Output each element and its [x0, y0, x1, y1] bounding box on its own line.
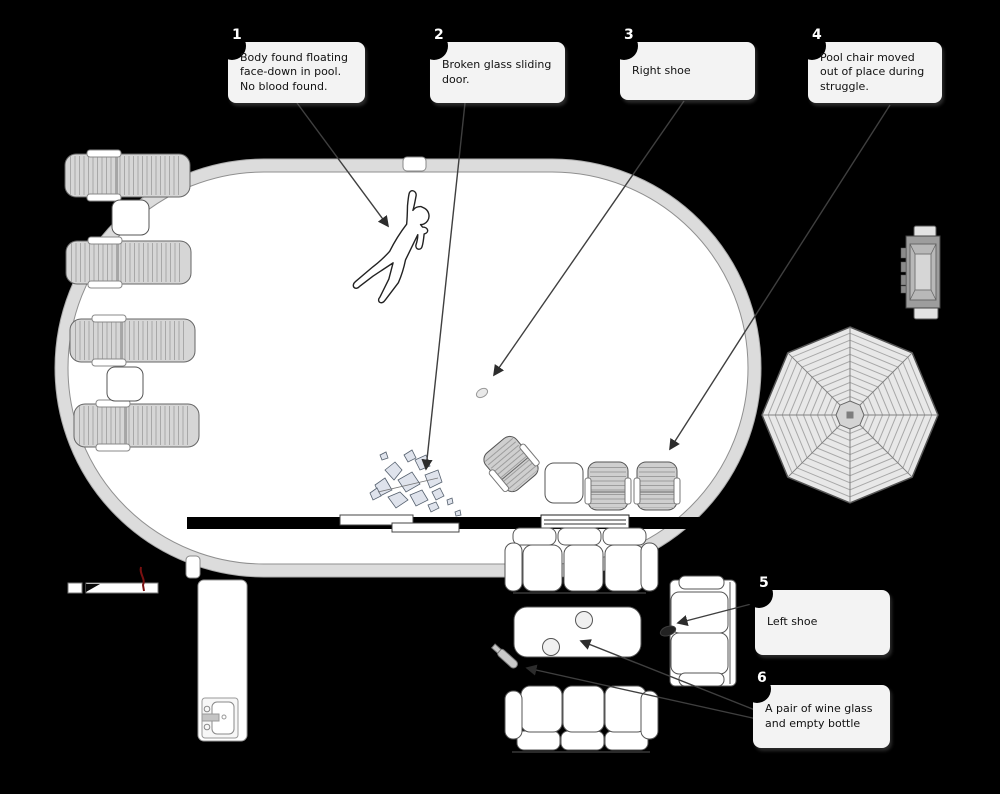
callout-4[interactable]: 4 Pool chair moved out of place during s…	[798, 27, 942, 103]
connector-pool-chair	[669, 104, 891, 451]
side-table[interactable]	[544, 462, 584, 504]
body-outline[interactable]	[351, 190, 445, 307]
callout-number: 6	[757, 670, 767, 686]
left-shoe[interactable]	[659, 624, 677, 638]
pool-step-bottom	[185, 555, 201, 579]
callout-number: 5	[759, 575, 769, 591]
callout-5[interactable]: 5 Left shoe	[745, 575, 890, 655]
sofa-lower[interactable]	[504, 685, 659, 753]
callout-1[interactable]: 1 Body found floating face-down in pool.…	[218, 27, 365, 103]
connector-left-shoe	[676, 602, 756, 627]
diving-board[interactable]	[67, 582, 159, 594]
callout-6[interactable]: 6 A pair of wine glass and empty bottle	[743, 670, 890, 748]
callout-text: Right shoe	[632, 63, 691, 77]
lounge-chair[interactable]	[69, 314, 196, 367]
callout-3[interactable]: 3 Right shoe	[610, 27, 755, 100]
callout-number: 4	[812, 27, 822, 43]
connector-glasses	[579, 639, 756, 711]
callout-text: Left shoe	[767, 615, 818, 629]
side-table[interactable]	[106, 366, 144, 402]
callout-text: Pool chair moved out of place during str…	[820, 50, 925, 93]
callout-number: 3	[624, 27, 634, 43]
lounge-chair[interactable]	[64, 149, 191, 202]
grill-fixture	[201, 697, 239, 739]
red-mark	[139, 566, 145, 592]
wine-bottle[interactable]	[491, 643, 519, 670]
connector-glass	[421, 102, 466, 471]
coffee-table[interactable]	[513, 606, 642, 658]
house-wall	[187, 514, 700, 533]
connector-right-shoe	[493, 100, 685, 377]
callout-2[interactable]: 2 Broken glass sliding door.	[420, 27, 565, 103]
outdoor-bar[interactable]	[197, 579, 248, 742]
callout-number: 1	[232, 27, 242, 43]
callout-text: A pair of wine glass and empty bottle	[765, 701, 873, 730]
callout-number: 2	[434, 27, 444, 43]
loveseat[interactable]	[669, 575, 737, 687]
lounge-chair[interactable]	[65, 236, 192, 289]
wine-glass	[575, 611, 593, 629]
pool-chair[interactable]	[633, 461, 681, 511]
sliding-door-panel[interactable]	[391, 522, 460, 533]
pool-chair[interactable]	[584, 461, 632, 511]
callout-text: Broken glass sliding door.	[442, 57, 552, 86]
pool-step-top	[402, 156, 427, 172]
connector-lines	[296, 100, 891, 720]
connector-bottle	[525, 664, 758, 720]
sliding-door-panel[interactable]	[339, 514, 414, 526]
right-shoe[interactable]	[475, 387, 489, 400]
callout-text: Body found floating face-down in pool. N…	[240, 50, 349, 93]
lounge-chair[interactable]	[73, 399, 200, 452]
side-table[interactable]	[111, 199, 150, 236]
patio-umbrella[interactable]	[761, 326, 939, 504]
window	[540, 514, 630, 529]
patio-table[interactable]	[900, 225, 941, 320]
wine-glass	[542, 638, 560, 656]
sofa-upper[interactable]	[504, 527, 659, 594]
connector-body	[296, 102, 389, 228]
